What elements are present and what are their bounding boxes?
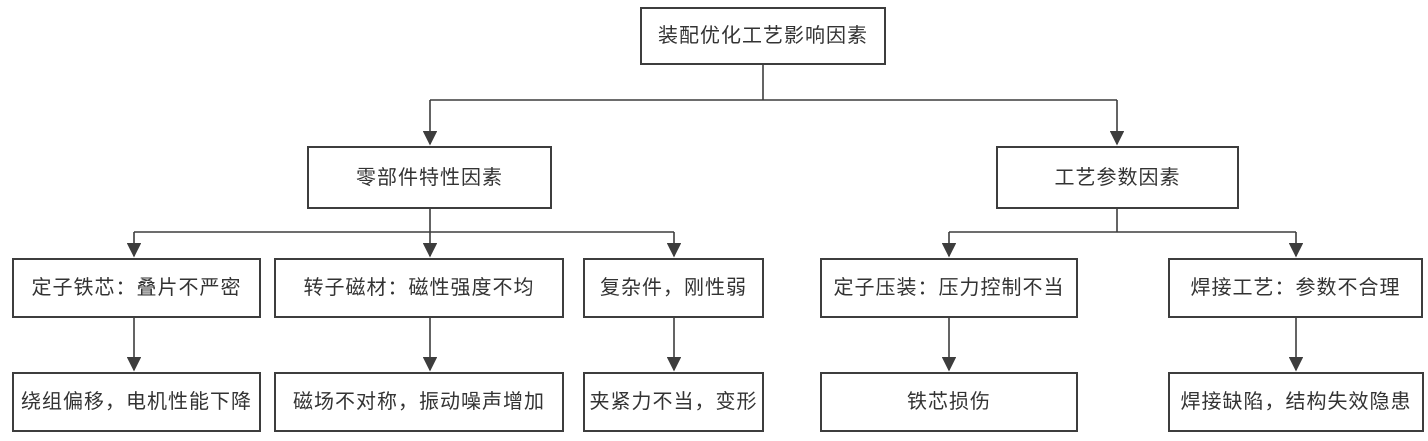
node-effect-magnetic-asymmetry: 磁场不对称，振动噪声增加 — [274, 372, 564, 432]
node-effect-core-damage: 铁芯损伤 — [820, 372, 1078, 432]
node-cause-rotor-magnet: 转子磁材：磁性强度不均 — [274, 258, 564, 318]
node-cause-stator-core: 定子铁芯：叠片不严密 — [12, 258, 261, 318]
node-effect-welding-defects: 焊接缺陷，结构失效隐患 — [1168, 372, 1424, 432]
node-branch-process-parameters: 工艺参数因素 — [996, 146, 1239, 209]
node-root-factors: 装配优化工艺影响因素 — [640, 7, 886, 65]
node-cause-complex-parts: 复杂件，刚性弱 — [583, 258, 764, 318]
node-cause-stator-pressing: 定子压装：压力控制不当 — [820, 258, 1078, 318]
node-branch-component-characteristics: 零部件特性因素 — [307, 146, 552, 209]
node-effect-winding-offset: 绕组偏移，电机性能下降 — [12, 372, 261, 432]
node-cause-welding-process: 焊接工艺：参数不合理 — [1168, 258, 1423, 318]
node-effect-clamping-deformation: 夹紧力不当，变形 — [583, 372, 764, 432]
